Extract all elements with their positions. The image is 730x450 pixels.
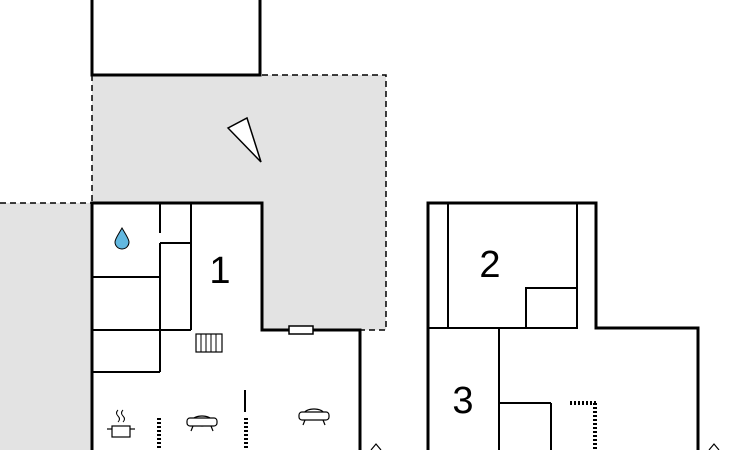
outbuilding <box>90 0 262 77</box>
armchair <box>186 415 218 432</box>
room-number-1: 1 <box>209 250 230 292</box>
north-arrow <box>226 116 262 163</box>
window-marker <box>288 325 314 335</box>
terrace-left <box>0 202 92 450</box>
water-drop-icon <box>114 226 130 250</box>
room-number-2: 2 <box>479 244 500 286</box>
room-number-3: 3 <box>452 380 473 422</box>
cooking-pot-icon <box>107 409 135 438</box>
window-marker <box>370 443 382 450</box>
radiator <box>195 333 223 353</box>
armchair <box>298 408 330 426</box>
radiator <box>570 401 597 450</box>
window-marker <box>708 443 720 450</box>
building-left <box>90 201 362 450</box>
building-right <box>426 201 700 450</box>
